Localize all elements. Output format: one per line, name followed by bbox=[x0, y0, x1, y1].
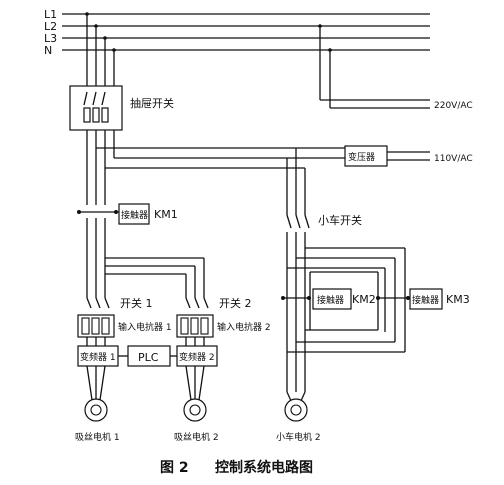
cart-switch-contacts bbox=[286, 214, 310, 229]
km1-contactor-label: 接触器 bbox=[121, 209, 148, 221]
transformer-branch-wires bbox=[96, 147, 345, 215]
vfd2-box bbox=[176, 345, 218, 367]
main-buses bbox=[62, 13, 430, 51]
motor1-symbol bbox=[84, 398, 108, 422]
km2-contacts bbox=[281, 296, 311, 300]
feeder-below-km1 bbox=[86, 218, 205, 298]
bus-label-l1: L1 bbox=[44, 8, 57, 21]
reactor2-label: 输入电抗器 2 bbox=[217, 321, 271, 333]
km3-contacts bbox=[376, 296, 410, 300]
motor1-label: 吸丝电机 1 bbox=[75, 431, 120, 443]
drawer-switch-contacts bbox=[83, 91, 109, 123]
switch2-contacts bbox=[185, 297, 209, 309]
motor-feed-wires bbox=[86, 337, 205, 401]
km1-contactor-box bbox=[118, 203, 150, 225]
transformer-label: 变压器 bbox=[348, 151, 375, 163]
bus-label-l2: L2 bbox=[44, 20, 57, 33]
plc-label: PLC bbox=[138, 351, 159, 364]
vfd2-label: 变频器 2 bbox=[179, 351, 215, 363]
motor2-label: 吸丝电机 2 bbox=[174, 431, 219, 443]
main-feeder-wires bbox=[85, 12, 116, 86]
bus-label-n: N bbox=[44, 44, 52, 57]
km2-contactor-box bbox=[312, 288, 352, 310]
switch1-contacts bbox=[86, 297, 110, 309]
reactor1-coils bbox=[81, 317, 110, 335]
cart-wiring bbox=[286, 232, 406, 392]
reactor2-coils bbox=[180, 317, 209, 335]
motor2-symbol bbox=[183, 398, 207, 422]
drawer-switch-label: 抽屉开关 bbox=[130, 96, 174, 110]
figure-title: 控制系统电路图 bbox=[215, 459, 313, 476]
km2-label: KM2 bbox=[352, 293, 376, 306]
km2-contactor-label: 接触器 bbox=[317, 294, 344, 306]
transformer-box bbox=[344, 145, 388, 167]
vfd1-label: 变频器 1 bbox=[80, 351, 116, 363]
motor3-label: 小车电机 2 bbox=[276, 431, 321, 443]
km3-contactor-box bbox=[409, 288, 443, 310]
output-220v-label: 220V/AC bbox=[434, 101, 473, 111]
km3-contactor-label: 接触器 bbox=[412, 294, 439, 306]
ac220-branch bbox=[318, 24, 430, 109]
cart-switch-label: 小车开关 bbox=[318, 213, 362, 227]
output-110v-label: 110V/AC bbox=[434, 154, 473, 164]
switch2-label: 开关 2 bbox=[219, 296, 252, 310]
km1-label: KM1 bbox=[154, 208, 178, 221]
switch1-label: 开关 1 bbox=[120, 296, 153, 310]
bus-label-l3: L3 bbox=[44, 32, 57, 45]
reactor1-label: 输入电抗器 1 bbox=[118, 321, 172, 333]
km3-label: KM3 bbox=[446, 293, 470, 306]
motor3-symbol bbox=[284, 398, 308, 422]
km1-contacts bbox=[77, 210, 119, 214]
figure-number: 图 2 bbox=[160, 460, 189, 476]
feeder-down bbox=[86, 130, 115, 205]
